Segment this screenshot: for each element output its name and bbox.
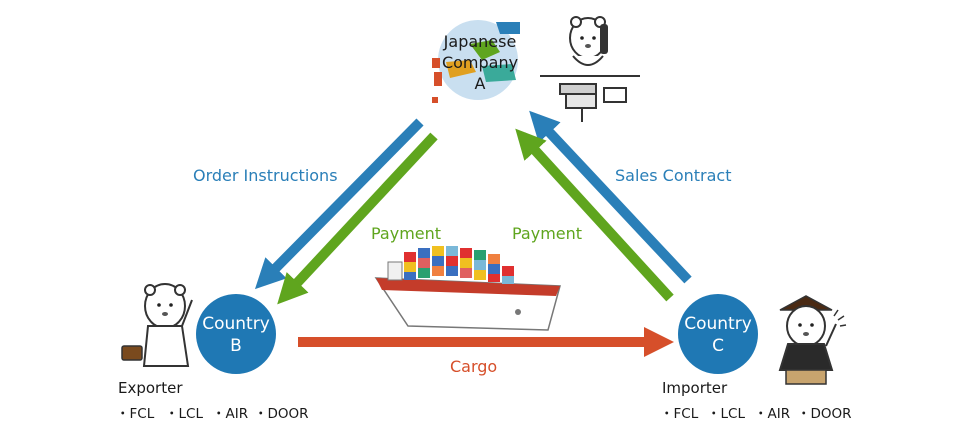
cargo-label: Cargo [450, 357, 497, 376]
bear-importer-icon [778, 295, 847, 385]
importer-service-lcl: ・LCL [707, 406, 745, 422]
company-line-2: Company [442, 53, 518, 72]
country-c-line-2: C [712, 336, 724, 356]
importer-service-door: ・DOOR [797, 406, 852, 422]
exporter-service-lcl: ・LCL [165, 406, 203, 422]
country-b-line-2: B [230, 336, 242, 356]
sales-contract-label: Sales Contract [615, 166, 732, 185]
importer-service-fcl: ・FCL [660, 406, 699, 422]
payment-label-right: Payment [512, 224, 582, 243]
importer-service-air: ・AIR [754, 406, 790, 422]
company-label: Japanese Company A [442, 32, 518, 93]
country-b-line-1: Country [202, 314, 270, 334]
exporter-service-air: ・AIR [212, 406, 248, 422]
exporter-service-fcl: ・FCL [116, 406, 155, 422]
payment-label-left: Payment [371, 224, 441, 243]
importer-title: Importer [662, 379, 728, 397]
sales-contract-arrow [529, 110, 692, 284]
container-ship-icon [374, 246, 561, 331]
order-instructions-arrow [254, 118, 424, 290]
country-b-node: Country B [196, 294, 276, 374]
exporter-info: Exporter ・FCL ・LCL ・AIR ・DOOR [116, 379, 309, 422]
company-line-3: A [475, 74, 486, 93]
japan-map-icon [432, 20, 520, 103]
order-instructions-label: Order Instructions [193, 166, 338, 185]
company-line-1: Japanese [443, 32, 517, 51]
payment-arrow-left [277, 132, 438, 305]
country-c-line-1: Country [684, 314, 752, 334]
bear-office-icon [540, 16, 640, 122]
payment-arrow-right [515, 128, 674, 302]
importer-info: Importer ・FCL ・LCL ・AIR ・DOOR [660, 379, 852, 422]
exporter-title: Exporter [118, 379, 183, 397]
country-c-node: Country C [678, 294, 758, 374]
exporter-service-door: ・DOOR [254, 406, 309, 422]
bear-exporter-icon [121, 283, 193, 367]
